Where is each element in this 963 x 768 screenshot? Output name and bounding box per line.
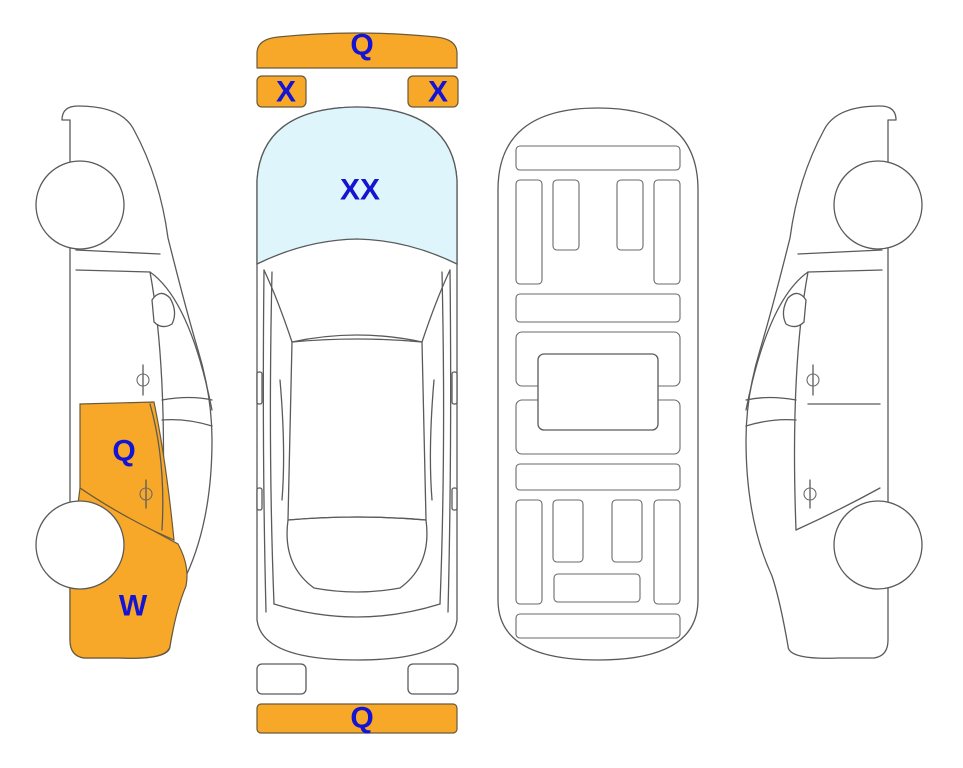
right-taillight[interactable]	[407, 663, 459, 695]
left-rear-door-code: Q	[112, 435, 135, 468]
left-front-wheel[interactable]	[35, 160, 125, 250]
left-headlight-code: X	[276, 76, 296, 109]
left-rear-wheel[interactable]	[35, 500, 125, 590]
right-rear-wheel[interactable]	[833, 500, 923, 590]
front-bumper[interactable]	[256, 32, 458, 69]
right-front-wheel[interactable]	[833, 160, 923, 250]
left-rear-quarter-code: W	[119, 590, 148, 623]
windshield-code: XX	[340, 174, 380, 207]
front-bumper-code: Q	[350, 29, 373, 62]
left-taillight[interactable]	[256, 663, 307, 695]
windshield[interactable]	[256, 106, 458, 266]
damage-codes: Q X X XX Q W Q	[112, 29, 448, 735]
right-side-view	[745, 105, 923, 659]
rear-bumper[interactable]	[256, 703, 458, 734]
left-headlight[interactable]	[256, 75, 307, 108]
underbody-view	[497, 107, 699, 661]
rear-window	[286, 516, 428, 593]
rear-bumper-code: Q	[350, 702, 373, 735]
right-headlight-code: X	[428, 76, 448, 109]
top-view	[256, 32, 459, 734]
right-headlight[interactable]	[407, 75, 459, 108]
left-side-view	[35, 105, 213, 659]
